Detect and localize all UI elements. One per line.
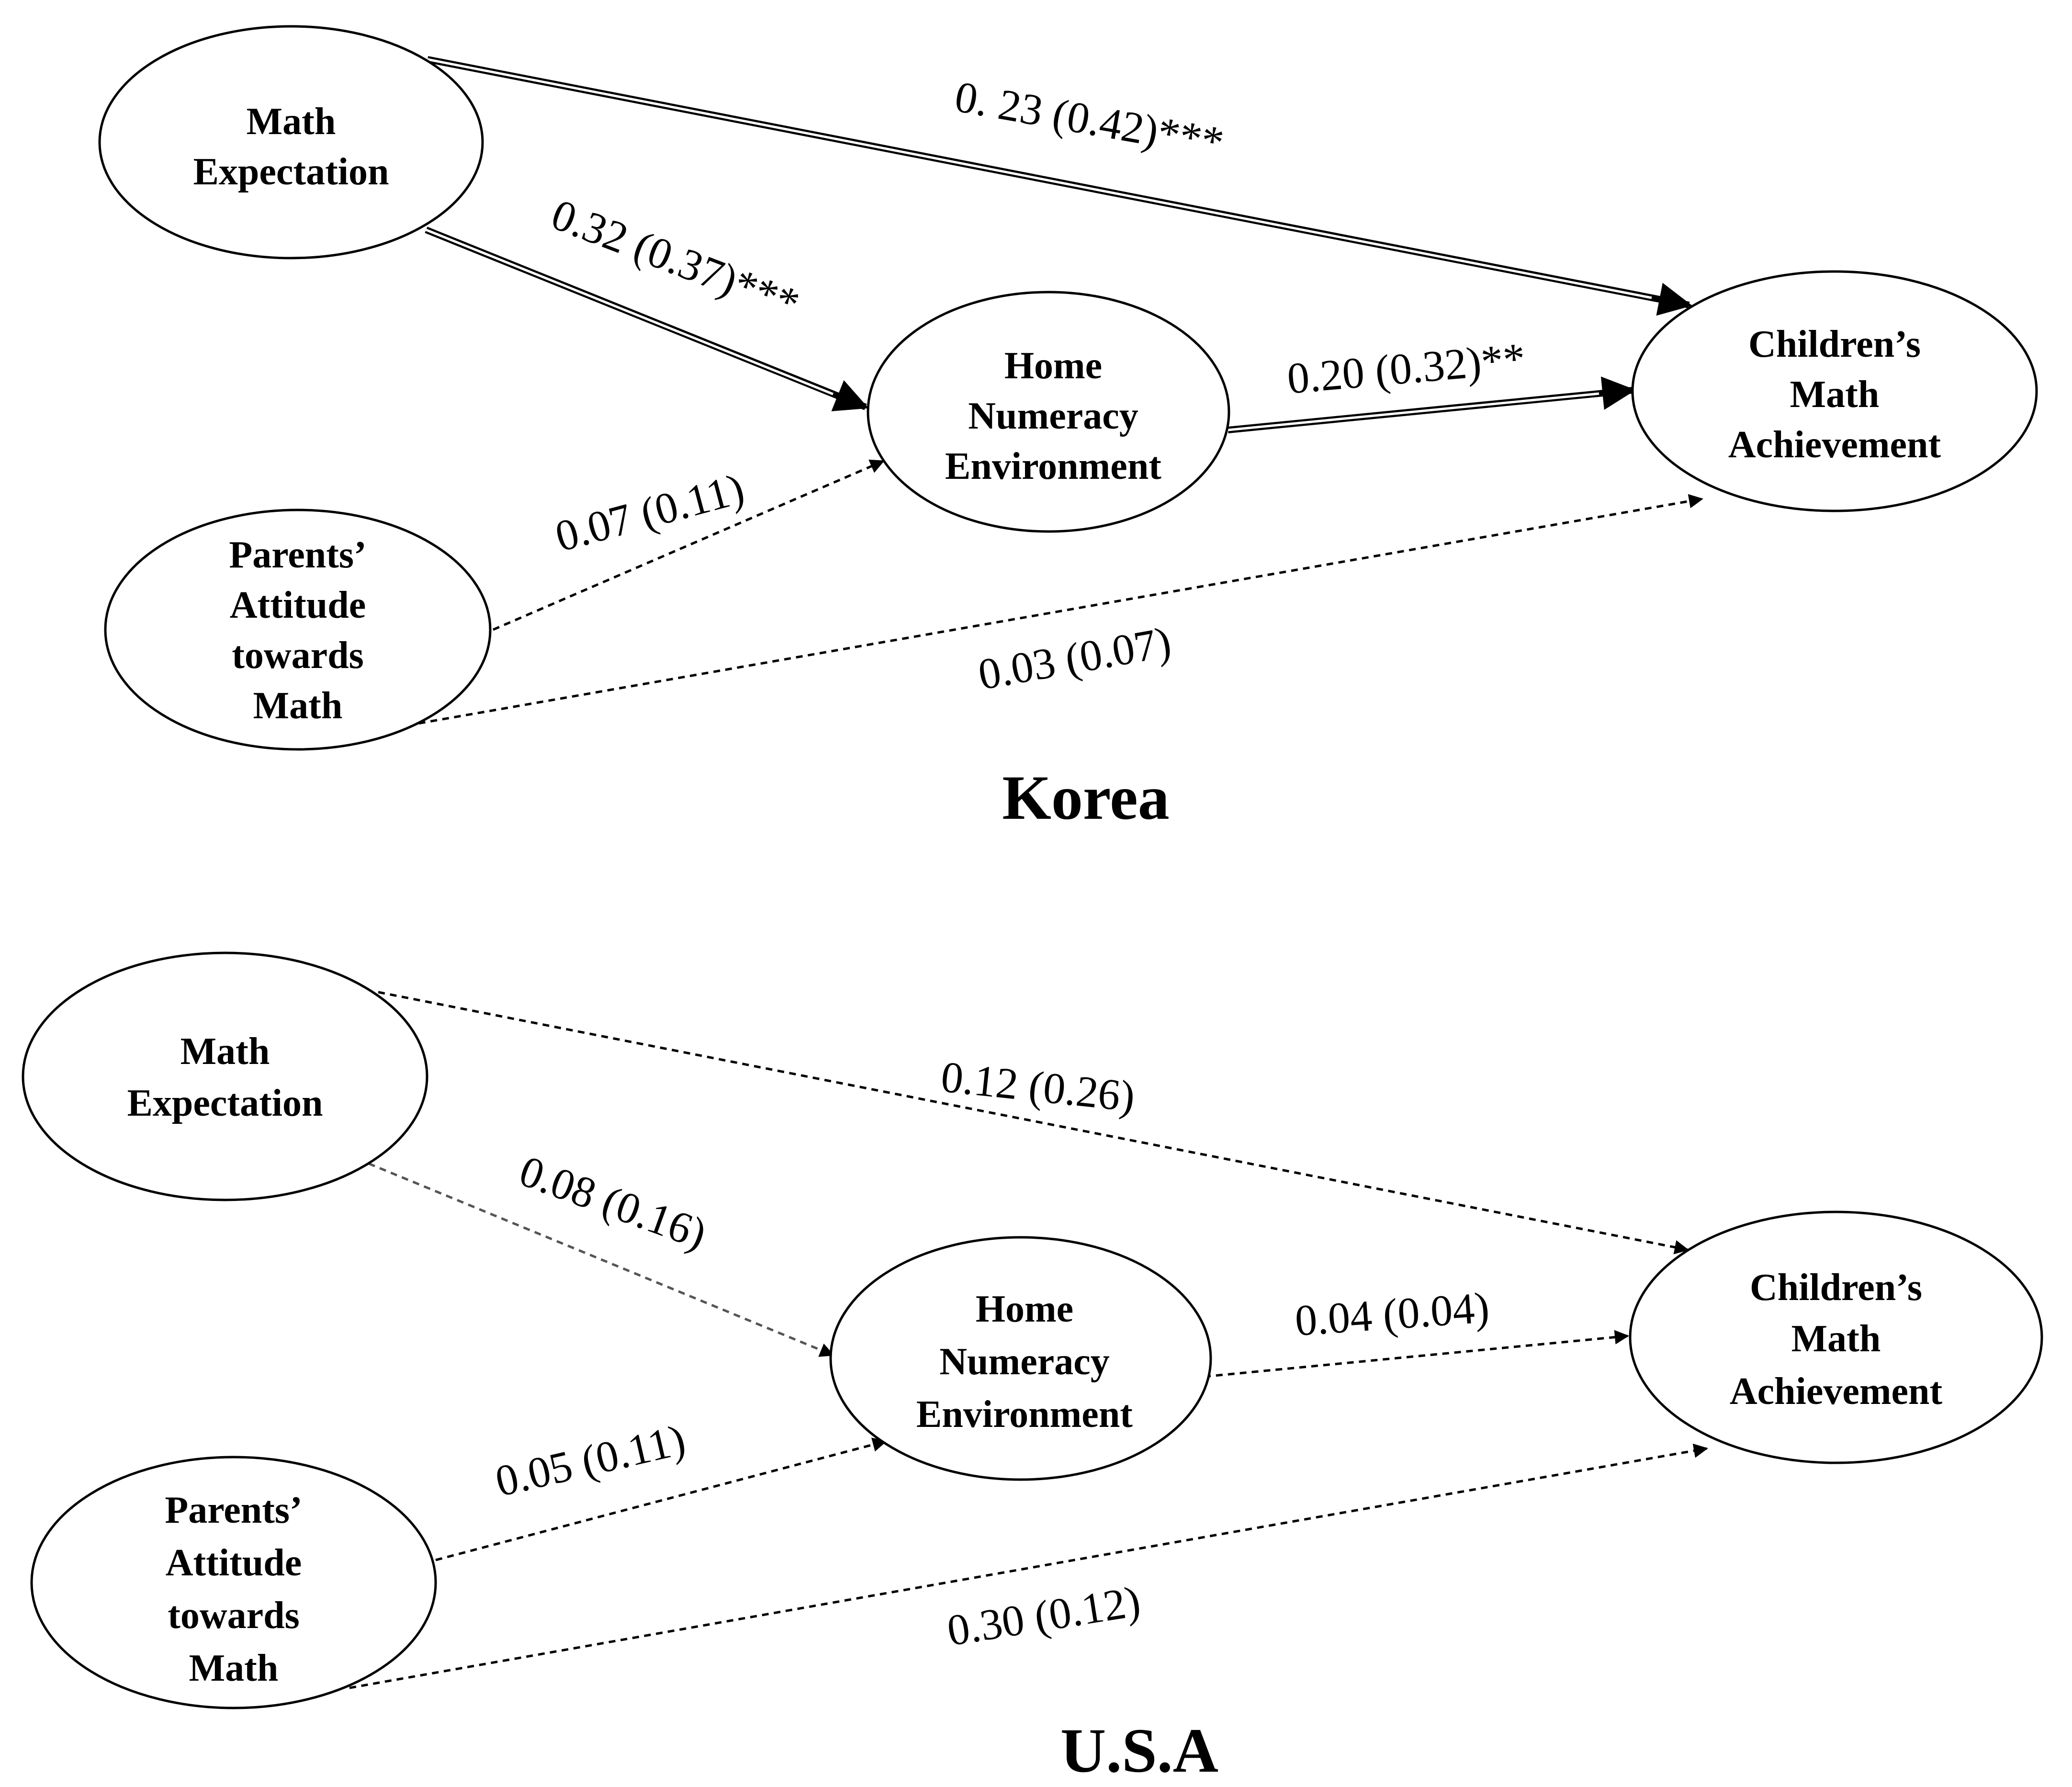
- node-label-line: Math: [1790, 373, 1880, 416]
- node-label-line: Home: [1004, 345, 1102, 387]
- node-label-line: Parents’: [165, 1489, 302, 1531]
- node-label-line: Expectation: [193, 151, 389, 193]
- korea-label-me-to-hn: 0.32 (0.37)***: [545, 190, 806, 328]
- korea-node-childrens-achievement: Children’s Math Achievement: [1631, 270, 2038, 512]
- korea-node-parents-attitude: Parents’ Attitude towards Math: [104, 509, 492, 751]
- usa-panel-title: U.S.A: [1060, 1715, 1218, 1786]
- node-label-line: Expectation: [127, 1082, 323, 1124]
- node-label-line: Achievement: [1728, 424, 1941, 466]
- korea-label-me-to-ca: 0. 23 (0.42)***: [951, 72, 1227, 167]
- korea-label-pa-to-ca: 0.03 (0.07): [975, 617, 1175, 699]
- usa-path-hn-to-ca: [1204, 1330, 1629, 1378]
- node-label-line: Math: [253, 685, 343, 727]
- usa-node-childrens-achievement: Children’s Math Achievement: [1629, 1210, 2043, 1464]
- usa-node-parents-attitude: Parents’ Attitude towards Math: [30, 1456, 437, 1709]
- korea-path-hn-to-ca: [1227, 376, 1636, 433]
- node-label-line: Math: [1791, 1318, 1881, 1360]
- usa-node-math-expectation: Math Expectation: [22, 951, 428, 1201]
- node-label-line: Numeracy: [968, 395, 1138, 437]
- usa-path-pa-to-hn: [435, 1437, 887, 1561]
- node-label-line: Environment: [945, 445, 1161, 487]
- node-label-line: towards: [168, 1595, 300, 1637]
- usa-label-hn-to-ca: 0.04 (0.04): [1294, 1283, 1491, 1345]
- node-label-line: Environment: [916, 1393, 1133, 1436]
- usa-label-me-to-hn: 0.08 (0.16): [513, 1146, 713, 1258]
- node-label-line: Attitude: [166, 1542, 302, 1584]
- korea-path-pa-to-ca: [406, 494, 1703, 727]
- korea-label-pa-to-hn: 0.07 (0.11): [550, 464, 749, 561]
- node-label-line: Parents’: [229, 534, 366, 576]
- node-label-line: Children’s: [1750, 1267, 1922, 1309]
- node-label-line: Math: [189, 1647, 279, 1689]
- korea-panel: 0. 23 (0.42)*** 0.32 (0.37)*** 0.20 (0.3…: [98, 25, 2038, 833]
- node-label-line: Numeracy: [939, 1341, 1109, 1383]
- usa-panel: 0.12 (0.26) 0.08 (0.16) 0.04 (0.04) 0.05…: [22, 951, 2043, 1786]
- node-label-line: Achievement: [1730, 1370, 1943, 1413]
- korea-label-hn-to-ca: 0.20 (0.32)**: [1285, 334, 1527, 403]
- korea-node-math-expectation: Math Expectation: [98, 25, 484, 260]
- korea-path-me-to-ca: [427, 56, 1692, 316]
- node-label-line: Children’s: [1748, 323, 1921, 365]
- node-label-line: Math: [247, 101, 336, 143]
- node-label-line: towards: [232, 634, 364, 677]
- korea-path-me-to-hn: [425, 226, 869, 411]
- korea-panel-title: Korea: [1002, 762, 1169, 833]
- node-label-line: Home: [976, 1288, 1073, 1330]
- usa-path-pa-to-ca: [349, 1443, 1708, 1689]
- node-label-line: Attitude: [230, 584, 366, 626]
- usa-label-pa-to-ca: 0.30 (0.12): [944, 1576, 1144, 1655]
- usa-node-home-numeracy: Home Numeracy Environment: [829, 1236, 1212, 1481]
- korea-node-home-numeracy: Home Numeracy Environment: [867, 291, 1230, 533]
- usa-label-pa-to-hn: 0.05 (0.11): [491, 1415, 689, 1506]
- usa-label-me-to-ca: 0.12 (0.26): [939, 1052, 1137, 1121]
- node-label-line: Math: [180, 1030, 270, 1073]
